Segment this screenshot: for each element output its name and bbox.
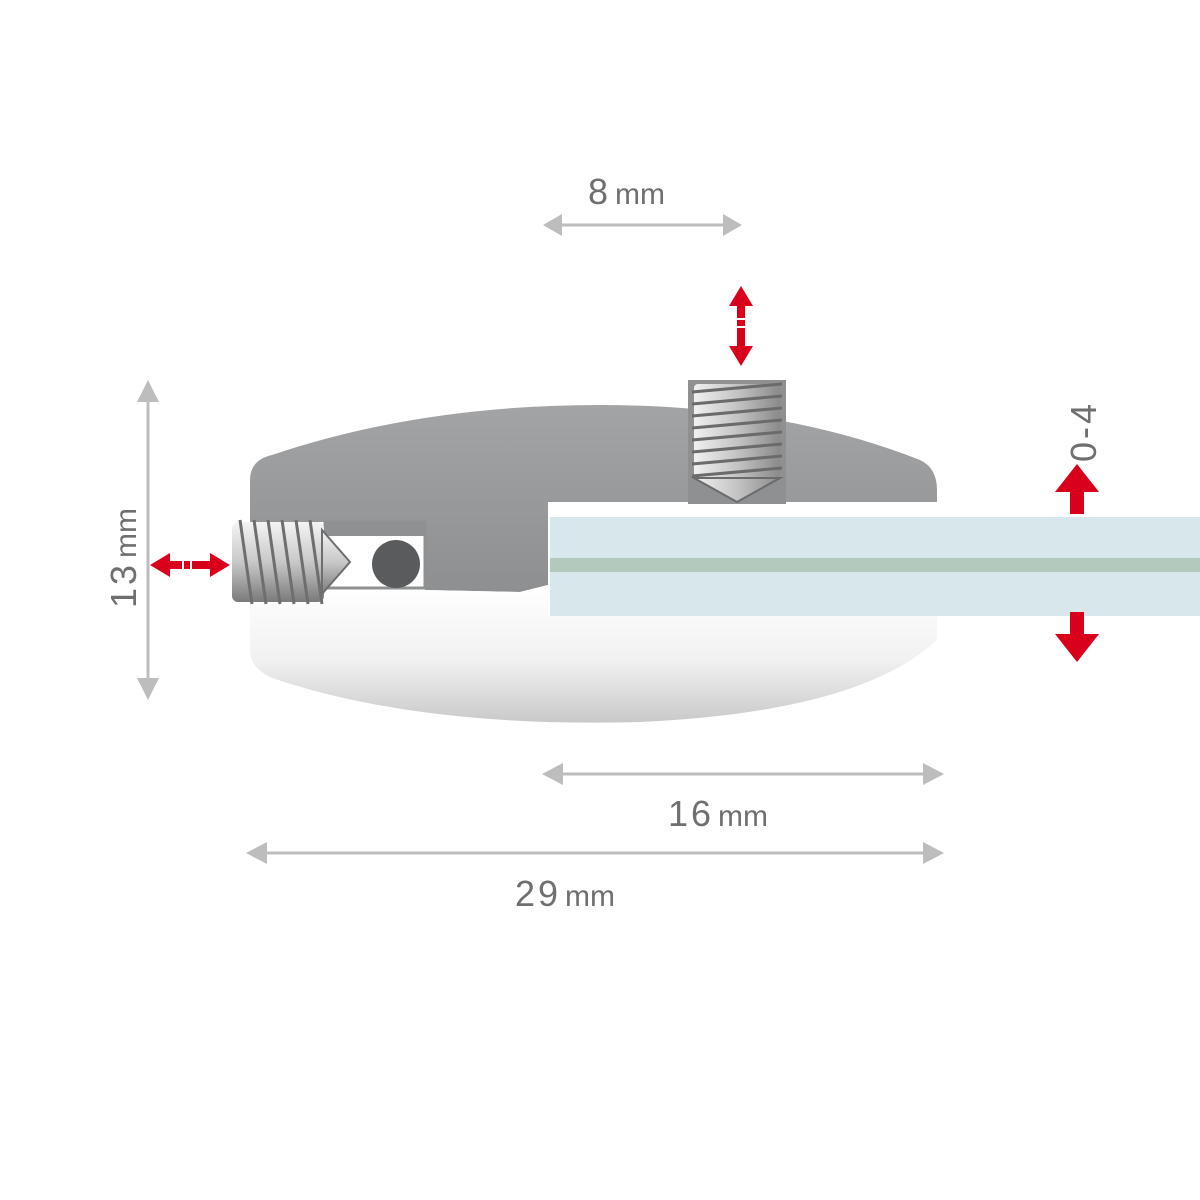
glass-thickness-arrow-down [1055, 612, 1099, 662]
glass-thickness-range-label: 0-4 [1063, 401, 1104, 462]
dimension-13mm [137, 380, 159, 700]
top-screw-adjust-arrow [729, 286, 753, 366]
dimension-29mm [246, 842, 944, 864]
glass-panel [550, 514, 1200, 616]
top-grub-screw [688, 380, 786, 504]
glass-thickness-arrow-up [1055, 464, 1099, 514]
dimension-13mm-label: 13mm [103, 508, 144, 608]
clamp-lower-jaw [250, 585, 937, 723]
glass-interlayer [550, 558, 1200, 572]
dimension-8mm [543, 214, 742, 236]
dimension-16mm [542, 763, 944, 785]
bearing-ball [372, 540, 420, 588]
side-grub-screw [232, 519, 352, 605]
side-screw-adjust-arrow [150, 553, 230, 577]
